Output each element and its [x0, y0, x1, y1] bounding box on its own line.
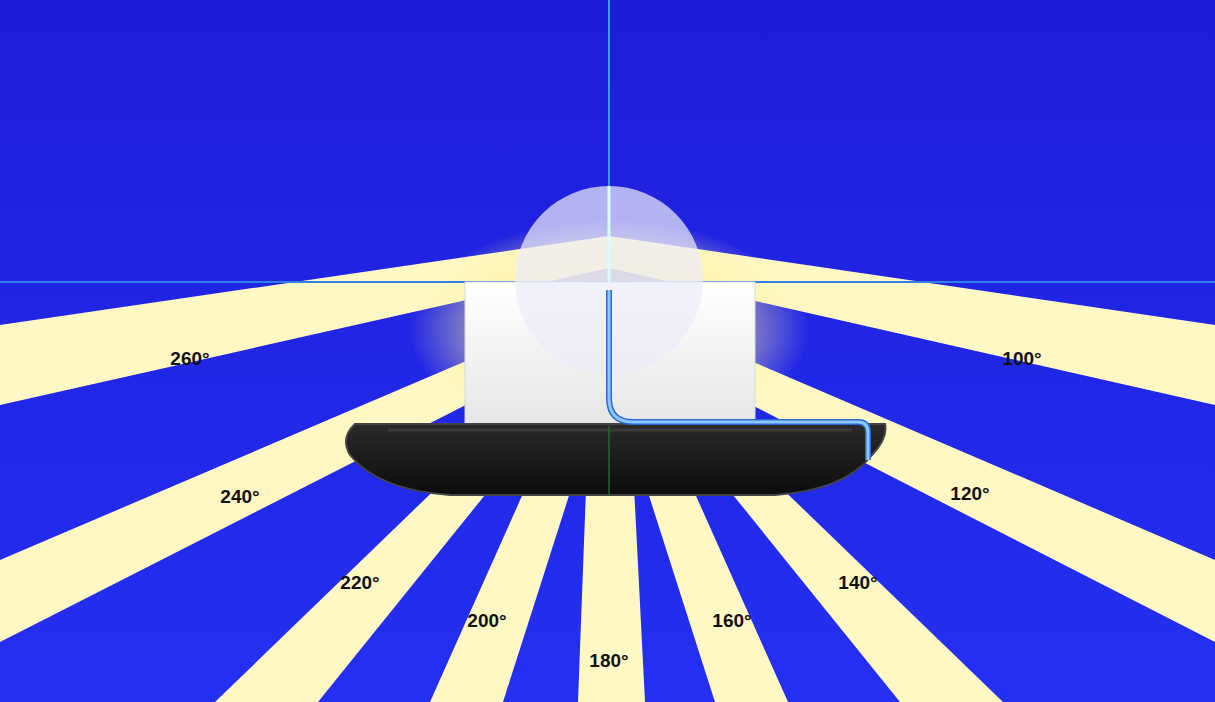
center-mark: [608, 426, 610, 495]
angle-label: 240°: [220, 487, 259, 506]
angle-label: 160°: [712, 611, 751, 630]
angle-label: 140°: [838, 573, 877, 592]
angle-label: 200°: [467, 611, 506, 630]
base-rim: [388, 429, 852, 432]
cable-outline: [609, 290, 868, 460]
light-beams: [0, 236, 1215, 702]
angle-label: 100°: [1002, 349, 1041, 368]
base: [346, 424, 885, 495]
vertical-axis-highlight: [608, 186, 611, 282]
angle-label: 120°: [950, 484, 989, 503]
angle-label: 220°: [340, 573, 379, 592]
cable: [609, 290, 868, 460]
angle-label: 180°: [589, 651, 628, 670]
angle-label: 260°: [170, 349, 209, 368]
